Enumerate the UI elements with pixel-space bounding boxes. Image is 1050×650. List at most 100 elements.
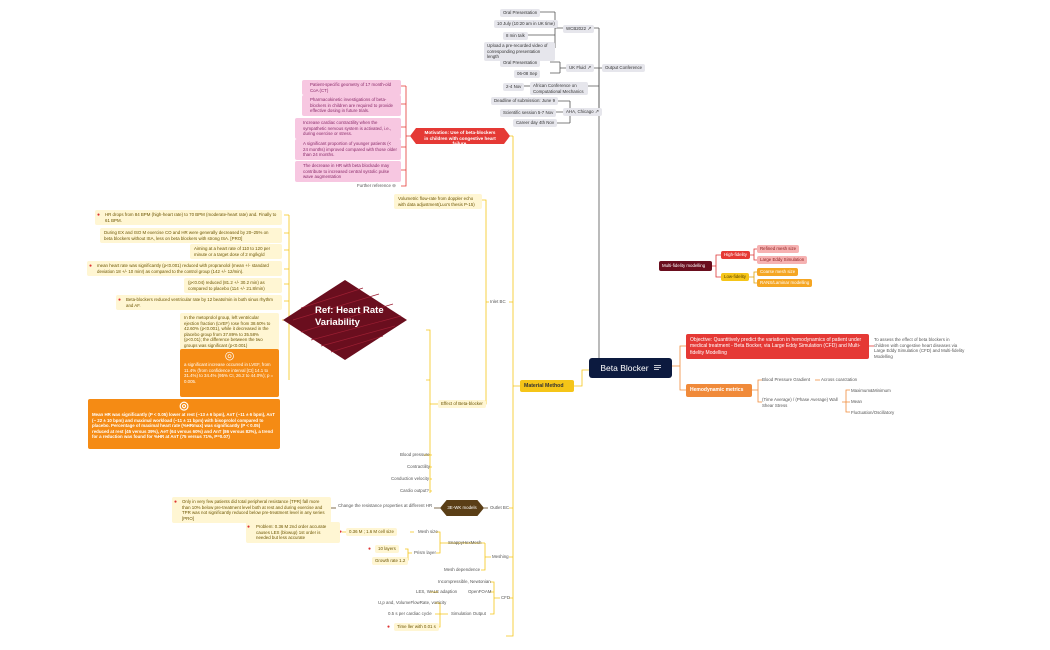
wcb-upload[interactable]: Upload a pre-recorded video of correspon… [484,42,555,61]
motivation-node[interactable]: Motivation: Use of beta-blockers in chil… [410,128,510,144]
wcb2022-label: WCB2022 [566,26,587,31]
rans-node[interactable]: RANS/Laminar modelling [757,279,813,287]
central-topic[interactable]: Beta Blocker [589,358,672,378]
effect-node[interactable]: Effect of Beta-blocker [438,400,486,408]
wss-fluctuation[interactable]: Fluctuation/Oscillatory [851,410,894,416]
blood-pressure-gradient[interactable]: Blood Pressure Gradient [762,377,810,383]
motivation-item-1[interactable]: Patient-specific geometry of 17 month-ol… [302,80,401,95]
high-fidelity-node[interactable]: High-fidelity [721,251,750,259]
wcb-oral[interactable]: Oral Presentation [500,9,541,17]
multifidelity-node[interactable]: Multi-fidelity modelling [659,261,712,271]
output-variables[interactable]: U,p and, VolumeFlowRate, vorticity [378,600,446,606]
uk-fluid-node[interactable]: UK Fluid ↗ [566,64,595,73]
wall-shear-stress[interactable]: (Time Average) / (Phase Average) Wall Sh… [762,397,842,408]
effect-contractility[interactable]: Contractility [407,464,430,470]
wcb-date[interactable]: 10 July (10:20 am in UK time) [494,20,558,28]
motivation-item-5[interactable]: The decrease in HR with beta blockade ma… [295,161,401,182]
effect-item-4[interactable]: ●mean heart rate was significantly (p<0.… [87,261,282,276]
target-icon: ◎ [224,350,235,362]
cfd-node[interactable]: CFD [501,595,510,601]
african-date[interactable]: 2-4 Nov [503,83,525,91]
simulation-output-node[interactable]: Simulation Output [451,611,486,617]
prism-layer-label: Prism layer [414,550,436,555]
priority-icon: ● [174,499,178,505]
inlet-bc-node[interactable]: Inlet BC [490,299,506,305]
wcb2022-node[interactable]: WCB2022 ↗ [563,25,595,34]
tpr-note[interactable]: ●Only in very few patients did total per… [172,497,331,523]
aha-session[interactable]: Scientific session 5-7 Nov [500,109,557,117]
effect-item-5[interactable]: (p<0.04) reduced (81.2 +/- 30.2 min) as … [184,278,282,293]
refined-mesh-node[interactable]: Refined mesh size [757,245,800,253]
les-fidelity-node[interactable]: Large Eddy Simulation [757,256,808,264]
effect-item-8[interactable]: ◎ a significant increase occurred in LVE… [180,349,279,397]
motivation-item-4[interactable]: A significant proportion of younger pati… [295,139,401,160]
mesh-dependence[interactable]: Mesh dependence [444,567,480,573]
wss-fluctuation-label: Fluctuation/Oscillatory [851,410,895,415]
effect-item-1[interactable]: ●HR drops from 84 BPM (high-heart rate) … [95,210,282,225]
low-fidelity-node[interactable]: Low-fidelity [721,273,749,281]
growth-rate[interactable]: Growth rate 1.2 [372,557,409,565]
aha-deadline[interactable]: Deadline of submission: June 9 [491,97,559,105]
meshing-node[interactable]: Meshing [492,554,509,560]
material-method-node[interactable]: Material Method [520,380,574,392]
effect-item-3[interactable]: Aiming at a heart rate of 110 to 120 per… [190,244,282,259]
across-coarctation[interactable]: Across coarctation [821,377,857,383]
effect-contractility-label: Contractility [407,464,430,469]
effect-item-2[interactable]: During EX and ISO M exercise CO and HR w… [100,228,282,243]
inlet-bc-label: Inlet BC [490,299,506,304]
prism-layers[interactable]: ●10 layers [368,545,399,553]
further-reference[interactable]: Further reference ⊖ [357,183,396,189]
snappy-node[interactable]: SnappyHexMesh [448,540,481,546]
les-wale-label: LES, WALE adaption [416,589,458,594]
wss-mean-label: Mean [851,399,862,404]
motivation-label: Motivation: Use of beta-blockers in chil… [424,130,496,147]
effect-item-6[interactable]: ●Beta-blockers reduced ventricular rate … [116,295,282,310]
effect-cardio-output[interactable]: Cardio output? [400,488,429,494]
mesh-size-value[interactable]: ●0.36 M ; 1.6 M cell size [339,528,397,536]
effect-item-7-text: In the metoprolol group, left ventricula… [184,315,271,348]
wss-max-min-label: Maximum&Minimum [851,388,891,393]
blood-pressure-gradient-label: Blood Pressure Gradient [762,377,811,382]
effect-item-5-text: (p<0.04) reduced (81.2 +/- 30.2 min) as … [188,280,265,291]
aha-session-label: Scientific session 5-7 Nov [503,110,554,115]
coarse-mesh-node[interactable]: Coarse mesh size [757,268,799,276]
wk-model-node[interactable]: 3E-WK models [440,500,484,516]
output-conference-label: Output Conference [605,65,643,70]
mesh-dependence-label: Mesh dependence [444,567,481,572]
output-time[interactable]: ●Time ller with 0.01 s [387,623,439,631]
output-cycle[interactable]: 0.5 s per cardiac cycle [388,611,432,617]
hemodynamic-metrics-node[interactable]: Hemodynamic metrics [686,384,752,397]
effect-conduction[interactable]: Conduction velocity [391,476,429,482]
mesh-size-node[interactable]: Mesh size [418,529,438,535]
objective-node[interactable]: Objective: Quantitively predict the vari… [686,334,869,359]
motivation-item-3[interactable]: Increase cardiac contractility when the … [295,118,401,139]
les-wale-node[interactable]: LES, WALE adaption [416,589,457,595]
incompressible-node[interactable]: Incompressible, Newtonian [438,579,491,585]
wss-max-min[interactable]: Maximum&Minimum [851,388,891,394]
effect-blood-pressure[interactable]: Blood pressure [400,452,430,458]
output-conference-node[interactable]: Output Conference [602,64,646,72]
uk-oral[interactable]: Oral Presentation [500,59,541,67]
resistance-change-label: Change the resistance properties at diff… [338,503,433,508]
wss-mean[interactable]: Mean [851,399,862,405]
uk-date[interactable]: 06-08 Sep [514,70,541,78]
mesh-problem-text: Problem: 0.36 M 2nd order accurate cause… [256,524,327,540]
link-icon: ↗ [587,26,592,32]
mesh-problem[interactable]: ●Problem: 0.36 M 2nd order accurate caus… [246,522,340,543]
aha-career[interactable]: Career day 4th Nov [513,119,558,127]
wcb-talk[interactable]: 8 min talk [503,32,528,40]
openfoam-node[interactable]: OpenFOAM [468,589,491,595]
meshing-label: Meshing [492,554,509,559]
link-icon: ↗ [594,109,600,115]
outlet-bc-node[interactable]: Outlet BC [490,505,509,511]
effect-item-7[interactable]: In the metoprolol group, left ventricula… [180,313,279,350]
resistance-change[interactable]: Change the resistance properties at diff… [338,503,434,509]
effect-item-9[interactable]: ◎ Mean HR was significantly (P < 0.05) l… [88,399,280,449]
aha-node[interactable]: AHA, Chicago ↗ [563,108,603,117]
african-node[interactable]: African Conference on Computational Mech… [530,82,588,95]
hrv-node[interactable]: Ref: Heart Rate Variability [283,280,407,360]
wk-model-label: 3E-WK models [447,505,477,511]
motivation-item-2[interactable]: Pharmacokinetic investigations of beta-b… [302,95,401,116]
prism-layer-node[interactable]: Prism layer [414,550,436,556]
volumetric-flow-node[interactable]: Volumetric flow-rate from doppler echo w… [394,194,482,209]
